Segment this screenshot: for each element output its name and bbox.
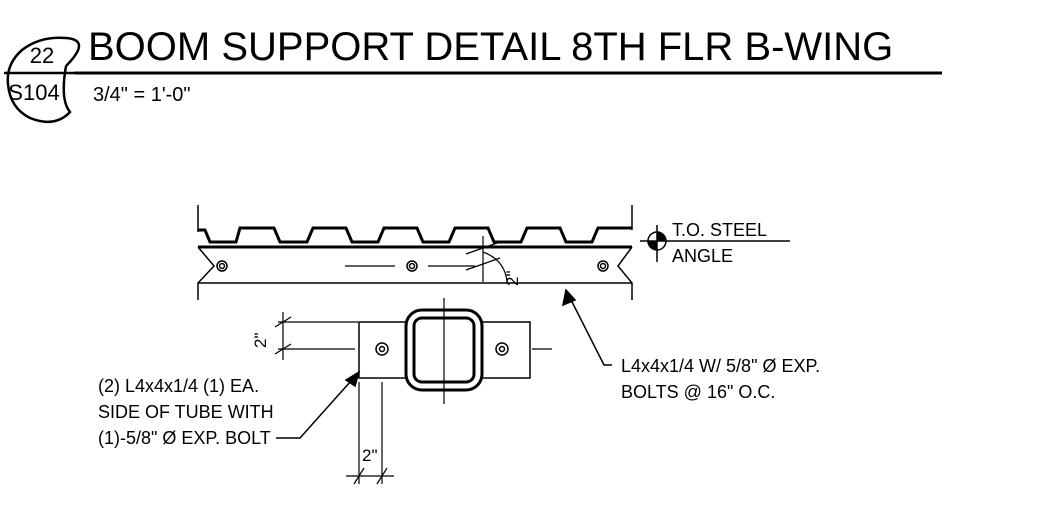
bolt-icon	[216, 260, 228, 272]
dim-label-bottom: 2"	[362, 446, 378, 465]
leader-arrowhead	[561, 288, 577, 307]
detail-number: 22	[30, 43, 54, 68]
tube-note-line-3: (1)-5/8" Ø EXP. BOLT	[98, 428, 271, 448]
clip-angle-right	[481, 321, 531, 379]
dim-tick-1	[353, 467, 365, 485]
detail-scale: 3/4" = 1'-0"	[93, 84, 191, 106]
tube-note-line-2: SIDE OF TUBE WITH	[98, 402, 274, 422]
dim-label-angle: 2"	[503, 271, 522, 287]
angle-note-line-1: L4x4x1/4 W/ 5/8" Ø EXP.	[621, 356, 820, 376]
bolt-icon	[495, 342, 509, 356]
break-symbol-right	[617, 246, 633, 300]
bolt-icon	[406, 260, 418, 272]
detail-title: BOOM SUPPORT DETAIL 8TH FLR B-WING	[88, 25, 893, 69]
callout-circle	[6, 36, 81, 124]
clip-angle-left	[358, 321, 407, 379]
dim-tick-1	[274, 316, 292, 328]
dim-tick-2	[274, 343, 292, 355]
bolt-icon	[597, 260, 609, 272]
dim-tick-2	[376, 467, 388, 485]
support-angle	[197, 245, 633, 300]
bolt-icon	[375, 342, 389, 356]
angle-note-line-2: BOLTS @ 16" O.C.	[621, 382, 775, 402]
steel-top-label: T.O. STEEL	[672, 220, 767, 240]
leader-angle-note	[561, 288, 612, 366]
dim-arc	[482, 251, 508, 283]
angle-bolts	[216, 260, 609, 272]
break-symbol-left	[197, 246, 216, 300]
sheet-number: S104	[8, 80, 59, 105]
dimension-bolt-edge	[274, 312, 358, 360]
leader-arrowhead	[344, 370, 361, 388]
detail-callout-bubble	[4, 36, 942, 124]
dimension-bolt-edge-lower	[346, 382, 394, 485]
angle-label: ANGLE	[672, 246, 733, 266]
tube-bolts	[375, 342, 509, 356]
elevation-marker	[640, 225, 790, 262]
leader-tube-note	[276, 370, 361, 439]
leader-line	[276, 371, 360, 439]
metal-deck	[197, 205, 633, 244]
deck-dimension	[465, 236, 508, 283]
dim-tick-top	[465, 241, 501, 255]
leader-line	[565, 289, 612, 366]
dim-label-left: 2"	[251, 333, 270, 349]
deck-flutes	[198, 226, 632, 244]
dim-tick-bottom	[465, 257, 501, 271]
tube-note-line-1: (2) L4x4x1/4 (1) EA.	[98, 376, 259, 396]
tube-assembly	[330, 298, 552, 404]
